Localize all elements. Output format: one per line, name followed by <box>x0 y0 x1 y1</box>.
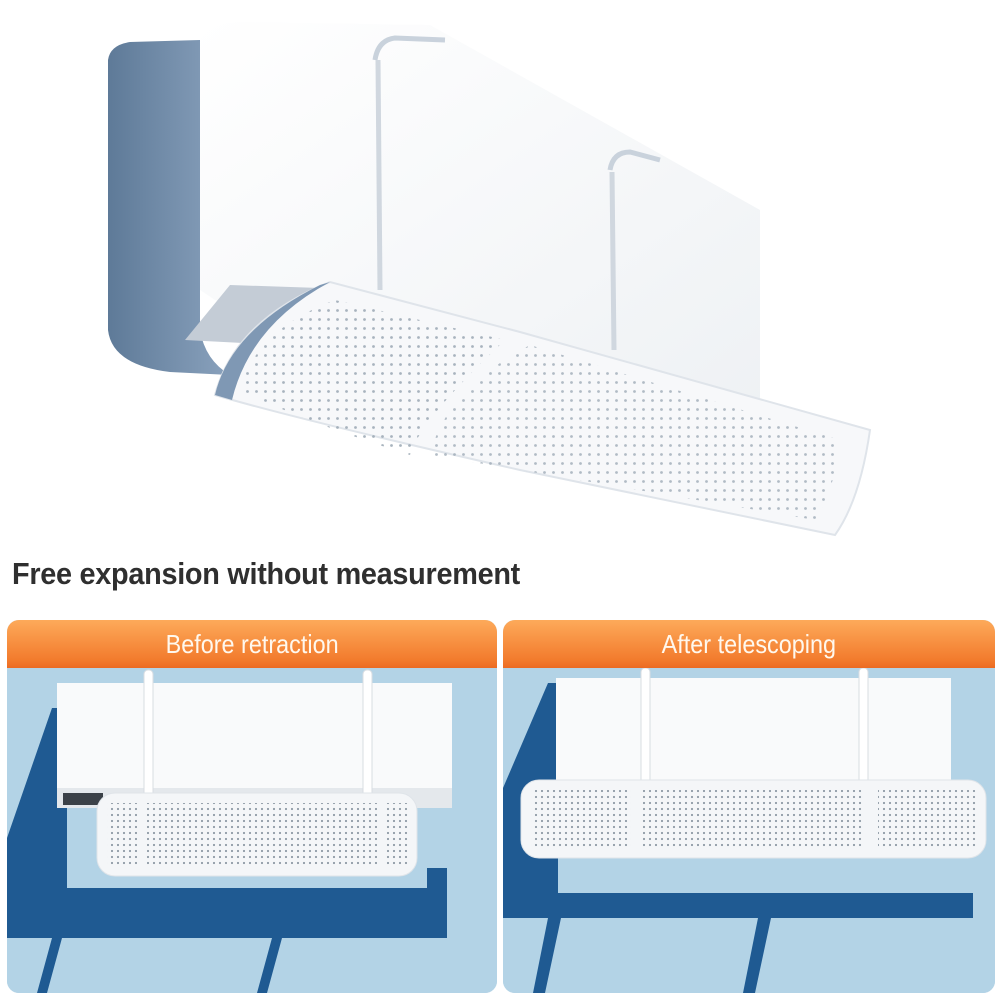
ac-unit <box>556 678 951 788</box>
panel-header: After telescoping <box>503 620 995 668</box>
after-telescoping-illustration <box>503 668 995 993</box>
deflector-perforation <box>147 803 377 865</box>
deflector-perforation-right <box>430 345 840 520</box>
wall-shadow <box>503 683 973 918</box>
deflector-perforation-left <box>240 300 505 455</box>
hero-illustration <box>108 22 872 537</box>
panel-title: Before retraction <box>165 628 339 659</box>
ac-vent <box>63 793 103 805</box>
bracket-strap-2 <box>609 171 617 351</box>
bracket-strap-1 <box>375 59 383 291</box>
bracket-strap-1-icon <box>372 35 446 61</box>
deflector-perforation <box>531 790 631 848</box>
deflector-perforation <box>107 803 137 865</box>
panel-after-telescoping: After telescoping <box>503 620 995 993</box>
deflector-perforation <box>643 790 863 848</box>
panel-title: After telescoping <box>661 628 837 659</box>
before-retraction-photo <box>7 668 497 993</box>
before-retraction-illustration <box>7 668 497 993</box>
deflector-perforation <box>385 803 410 865</box>
after-telescoping-photo <box>503 668 995 993</box>
ac-unit <box>57 683 452 808</box>
bracket-strap-2-icon <box>607 149 661 171</box>
deflector-perforation <box>878 790 976 848</box>
ac-side-face <box>108 40 230 375</box>
hero-product-image <box>108 22 872 537</box>
panel-before-retraction: Before retraction <box>7 620 497 993</box>
bracket-shadow <box>533 918 771 993</box>
panel-header: Before retraction <box>7 620 497 668</box>
wall-shadow <box>7 708 447 938</box>
deflector-edge <box>215 282 330 400</box>
headline: Free expansion without measurement <box>12 556 520 591</box>
